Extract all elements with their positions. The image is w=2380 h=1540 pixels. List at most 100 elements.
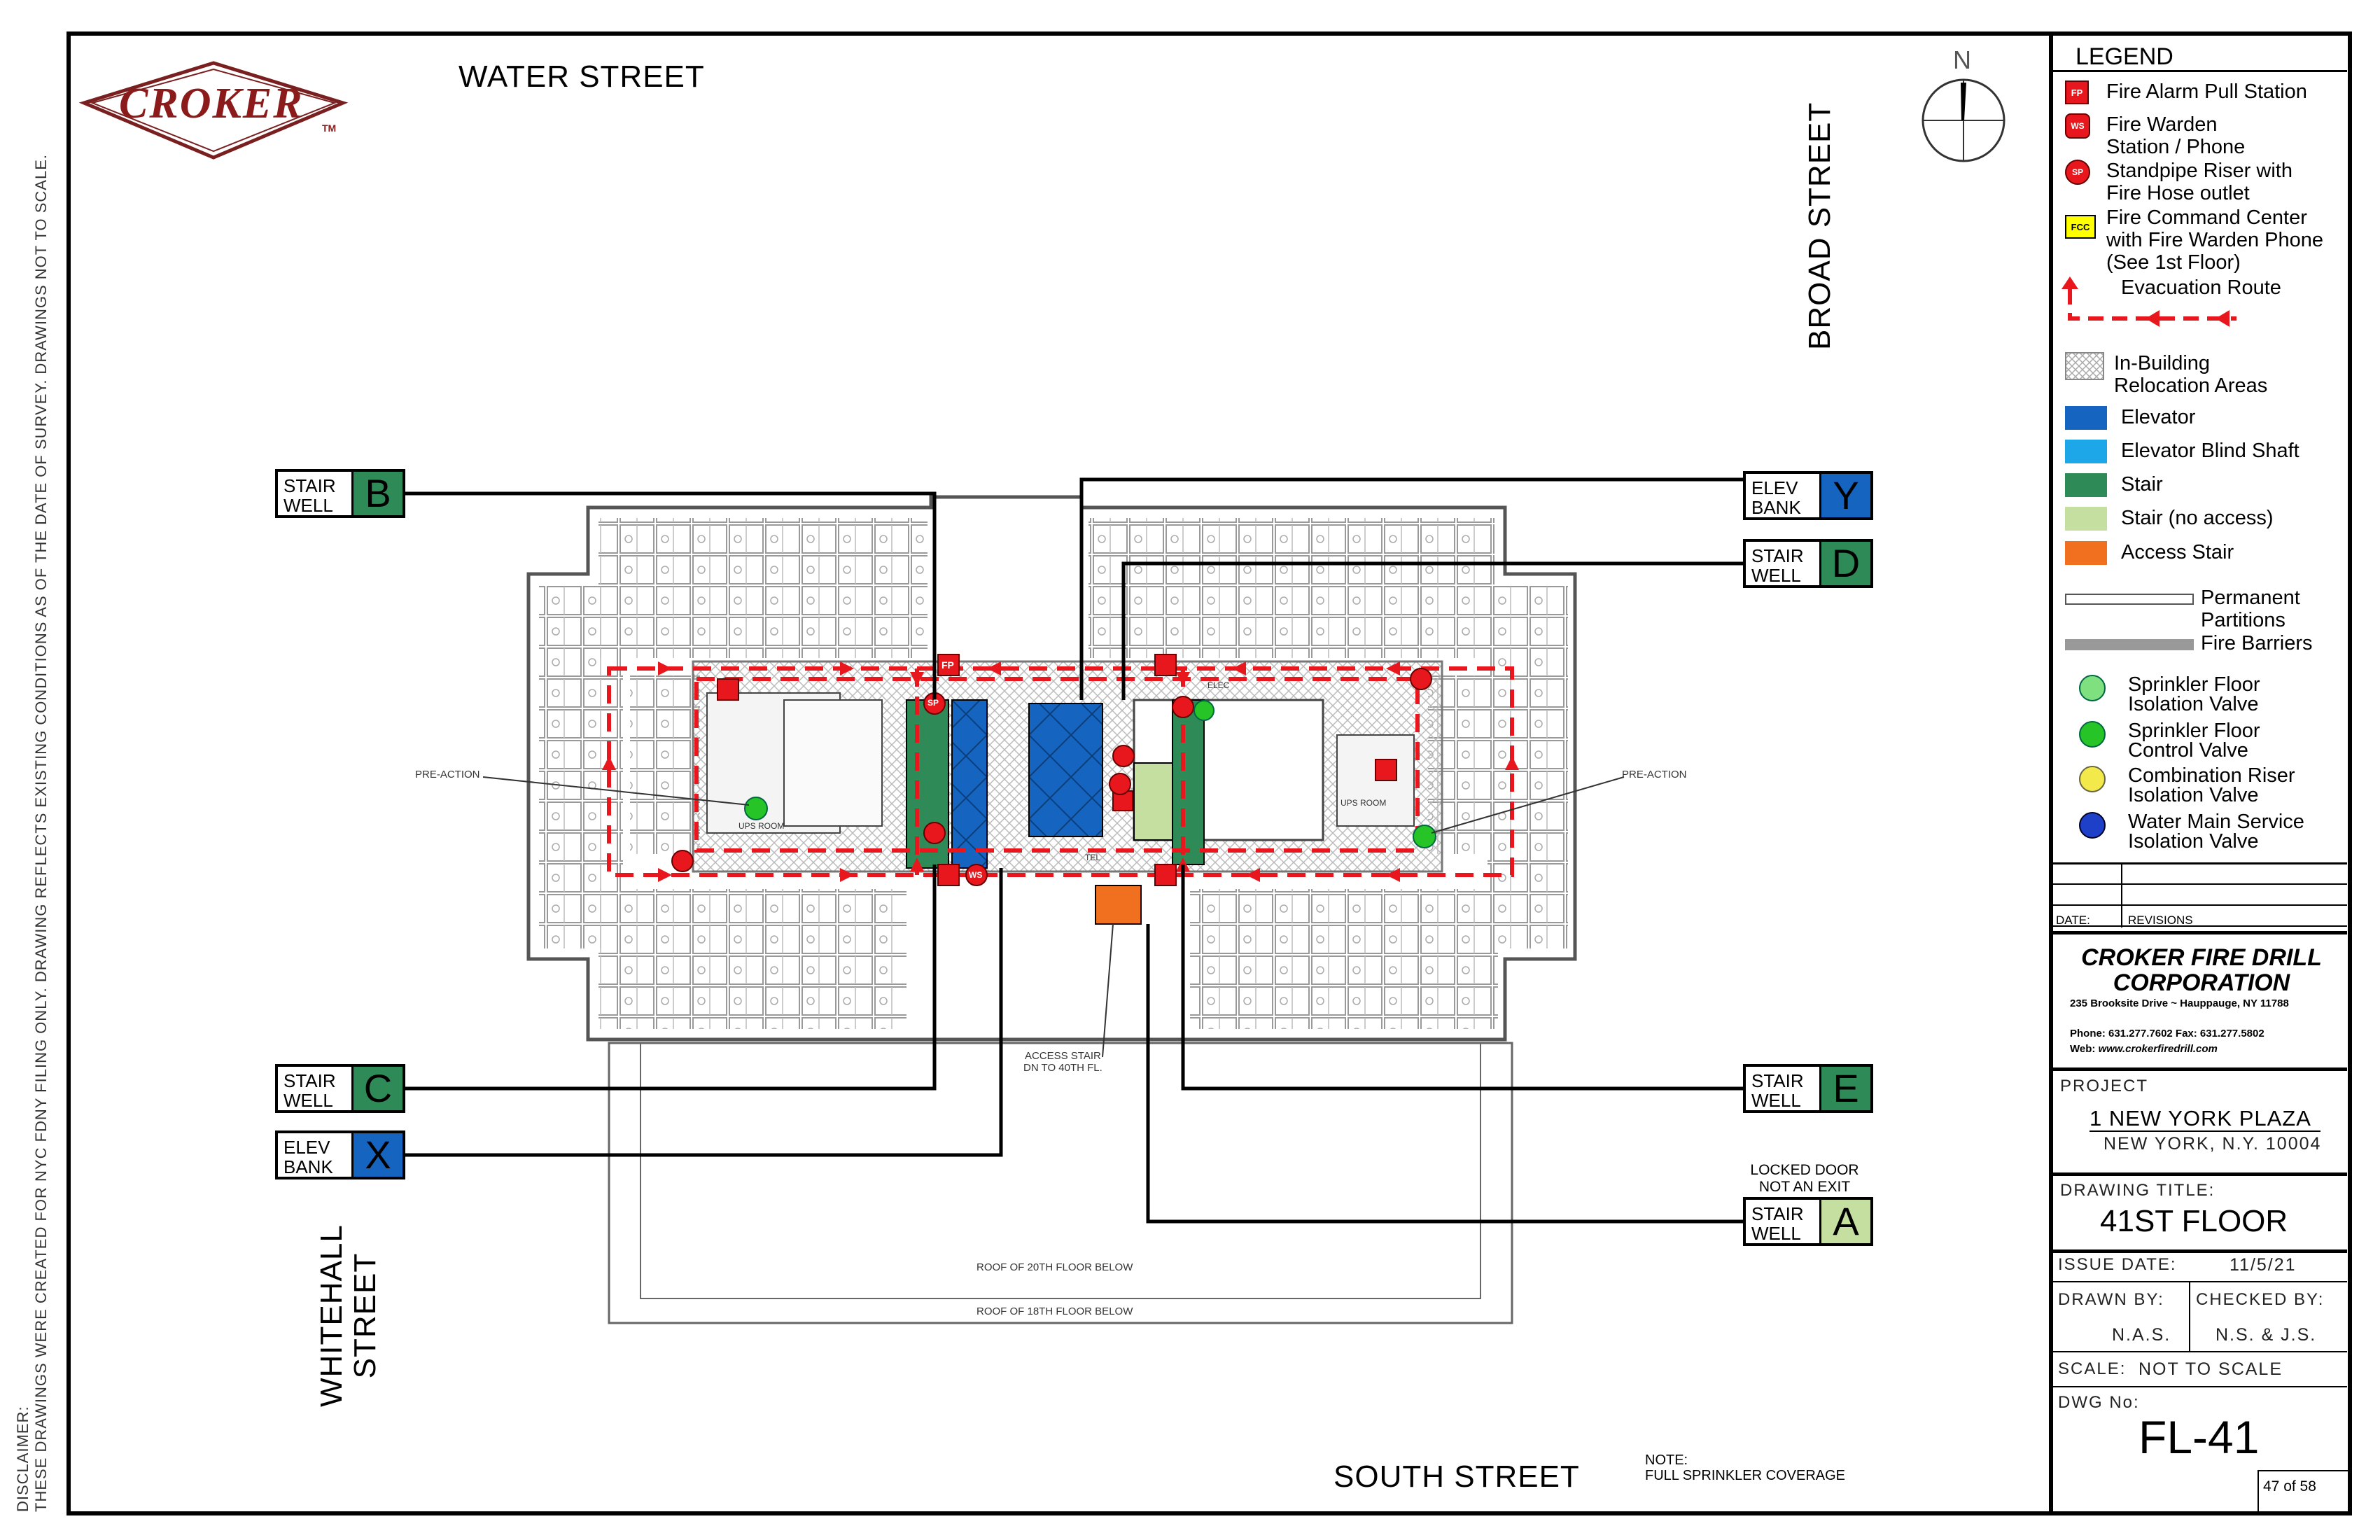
thin-leaders [482, 776, 1625, 1058]
tb-rule-2 [2053, 883, 2347, 885]
locked-door-note: LOCKED DOOR NOT AN EXIT [1735, 1162, 1875, 1196]
legend-label-partitions-text: Permanent Partitions [2201, 587, 2300, 631]
stair-no-access-swatch-icon [2065, 507, 2107, 531]
issue-date-label: ISSUE DATE: [2058, 1255, 2177, 1274]
tag-y-line1: ELEV [1751, 477, 1798, 498]
legend-label-combo-riser: Combination Riser Isolation Valve [2128, 766, 2295, 806]
legend-label-relocation: In-Building Relocation Areas [2114, 352, 2267, 397]
sheet-number: 47 of 58 [2263, 1478, 2316, 1494]
legend-label-fcc-text: Fire Command Center with Fire Warden Pho… [2106, 206, 2324, 274]
compass-n-label: N [1953, 46, 1971, 74]
sprinkler-control-icon [2079, 721, 2106, 748]
tb-rule-5 [2053, 931, 2347, 934]
legend-label-stair: Stair [2121, 473, 2163, 496]
legend-label-fcc: Fire Command Center with Fire Warden Pho… [2106, 206, 2323, 274]
legend-combo-riser: Combination Riser Isolation Valve [2065, 766, 2295, 806]
elevator-bank-y [1028, 703, 1103, 837]
logo-diamond-icon [78, 61, 349, 160]
tag-a-letter: A [1821, 1200, 1870, 1243]
project-city: NEW YORK, N.Y. 10004 [2104, 1134, 2322, 1154]
elec-room-label: ELEC [1208, 680, 1230, 690]
project-name-underline [2090, 1130, 2320, 1132]
legend-elevator: Elevator [2065, 406, 2195, 430]
tag-c-line2: WELL [284, 1090, 333, 1111]
checked-by-value: N.S. & J.S. [2216, 1325, 2317, 1345]
roof-18-label: ROOF OF 18TH FLOOR BELOW [976, 1306, 1133, 1317]
legend-label-relocation-text: In-Building Relocation Areas [2114, 352, 2268, 397]
tb-rule-7 [2053, 1172, 2347, 1176]
company-name-line2: CORPORATION [2113, 969, 2290, 996]
tb-rule-4 [2053, 925, 2347, 927]
relocation-area-icon [2065, 352, 2104, 380]
company-web: Web: www.crokerfiredrill.com [2070, 1043, 2218, 1055]
locked-door-line2: NOT AN EXIT [1758, 1179, 1851, 1195]
evac-route-arrow-icon [2062, 276, 2236, 327]
desks-south-east [1190, 889, 1498, 1029]
partition-line-icon [2065, 594, 2194, 605]
tag-d-letter: D [1821, 542, 1870, 585]
project-label: PROJECT [2060, 1077, 2149, 1096]
legend-standpipe: SP Standpipe Riser with Fire Hose outlet [2065, 160, 2292, 204]
leader-lines [392, 477, 1743, 1224]
tb-rule-1 [2053, 862, 2347, 864]
issue-date-value: 11/5/21 [2230, 1255, 2297, 1275]
legend-partitions: Permanent Partitions [2065, 587, 2300, 631]
tag-x-letter: X [354, 1133, 402, 1177]
note-title: NOTE: [1645, 1452, 1688, 1468]
tag-y-line2: BANK [1751, 497, 1801, 518]
logo-tm: TM [322, 122, 337, 134]
tag-e-letter: E [1821, 1067, 1870, 1110]
legend-fire-warden: WS Fire Warden Station / Phone [2065, 113, 2245, 158]
tb-rule-8 [2053, 1250, 2347, 1253]
company-web-link[interactable]: www.crokerfiredrill.com [2098, 1043, 2218, 1055]
legend-label-elevator: Elevator [2121, 406, 2196, 428]
legend-label-blind-shaft: Elevator Blind Shaft [2121, 440, 2300, 462]
ups-room-label-right: UPS ROOM [1340, 798, 1387, 808]
sp-icon-text: SP [2071, 167, 2083, 177]
sprinkler-valve-symbols [744, 700, 1436, 848]
legend-sprinkler-control: Sprinkler Floor Control Valve [2065, 721, 2260, 761]
legend-access-stair: Access Stair [2065, 541, 2234, 565]
sprinkler-note: NOTE: FULL SPRINKLER COVERAGE [1645, 1452, 1845, 1483]
access-stair-note-line2: DN TO 40TH FL. [1023, 1062, 1102, 1074]
tag-b-line1: STAIR [284, 475, 336, 496]
desks-north-west [598, 518, 927, 658]
blind-shaft-swatch-icon [2065, 440, 2107, 463]
drawn-by-value: N.A.S. [2112, 1325, 2171, 1345]
company-phone: Phone: 631.277.7602 Fax: 631.277.5802 [2070, 1028, 2264, 1040]
fcc-icon-text: FCC [2071, 221, 2090, 232]
fp-icon-text: FP [2071, 87, 2083, 98]
legend-fire-alarm: FP Fire Alarm Pull Station [2065, 80, 2307, 104]
sprinkler-isolation-icon [2079, 675, 2106, 701]
legend-label-sprinkler-isolation: Sprinkler Floor Isolation Valve [2128, 675, 2260, 715]
tag-e-line1: STAIR [1751, 1070, 1804, 1091]
tag-a-line1: STAIR [1751, 1203, 1804, 1224]
sheet-number-box [2258, 1470, 2259, 1512]
scale-label: SCALE: [2058, 1359, 2127, 1378]
legend-label-access-stair: Access Stair [2121, 541, 2234, 564]
titleblock-divider [2049, 31, 2053, 1516]
desks-south-west [598, 889, 906, 1029]
roof-20th [608, 1042, 1513, 1324]
ups-room-label-left: UPS ROOM [738, 821, 785, 831]
drawing-frame [66, 31, 2352, 1516]
tag-d-line1: STAIR [1751, 545, 1804, 566]
legend-sprinkler-isolation: Sprinkler Floor Isolation Valve [2065, 675, 2260, 715]
legend-fire-barriers: Fire Barriers [2065, 632, 2313, 654]
logo-text: CROKER [119, 80, 304, 127]
tag-c-letter: C [354, 1067, 402, 1110]
legend-stair: Stair [2065, 473, 2163, 497]
company-address: 235 Brooksite Drive ~ Hauppauge, NY 1178… [2070, 997, 2289, 1009]
compass-icon [1921, 78, 2005, 162]
stair-b-core [906, 699, 949, 869]
tag-x-line1: ELEV [284, 1137, 330, 1158]
